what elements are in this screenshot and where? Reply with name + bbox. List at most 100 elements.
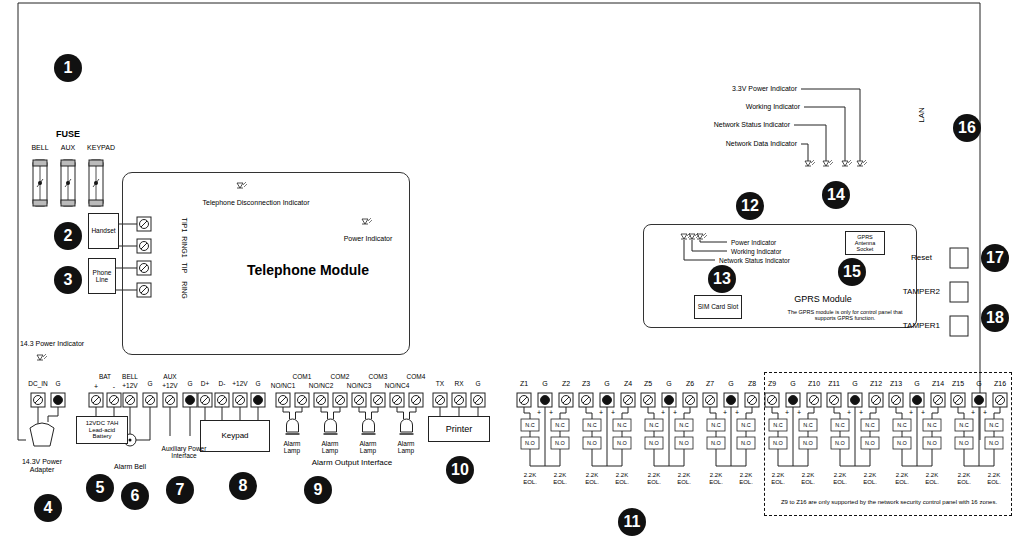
wire: [808, 449, 809, 466]
terminal-block: [662, 393, 676, 407]
lamp-base: [324, 433, 338, 435]
part-label: Z6: [686, 380, 694, 388]
screw-slot: [769, 397, 775, 403]
wire: [18, 3, 980, 440]
part-label: N.C: [803, 422, 812, 428]
part-label: COM4: [407, 373, 426, 380]
part-label: G: [604, 380, 609, 388]
switch-square: [950, 316, 968, 336]
terminal-screw: [455, 396, 464, 405]
part-label: Z16: [994, 380, 1006, 388]
terminal-block: [390, 393, 404, 407]
part-label: N.C: [865, 422, 874, 428]
no-contact: [583, 437, 601, 449]
node-text: Telephone Module: [247, 262, 369, 278]
part-label: N.C: [649, 422, 658, 428]
part-label: +: [797, 409, 801, 417]
part-label: COM1: [293, 373, 312, 380]
part-label: 2.2K EOL.: [708, 472, 724, 486]
node-text: The GPRS module is only for control pane…: [777, 309, 913, 322]
wire: [607, 407, 608, 466]
wire: [359, 407, 366, 419]
part-label: N.C: [711, 422, 720, 428]
part-label: Z13: [890, 380, 902, 388]
wire: [692, 240, 727, 251]
nc-contact: [769, 419, 787, 431]
wire: [964, 449, 965, 466]
terminal-screw: [562, 396, 571, 405]
terminal-block: [931, 393, 945, 407]
screw-slot: [893, 397, 899, 403]
part-label: COM3: [369, 373, 388, 380]
terminal-block: [314, 393, 328, 407]
part-label: Z4: [624, 380, 632, 388]
part-label: +: [785, 409, 789, 417]
terminal-screw: [34, 396, 43, 405]
part-label: RX: [454, 380, 463, 387]
wire: [116, 290, 137, 291]
screw-slot: [583, 397, 589, 403]
callout-number: 8: [229, 472, 257, 500]
terminal-screw: [186, 396, 195, 405]
terminal-block: [295, 393, 309, 407]
terminal-block: [765, 393, 779, 407]
part-label: AUX: [163, 373, 176, 380]
part-label: Network Data Indicator: [726, 140, 797, 148]
part-label: Alarm Bell: [113, 463, 147, 471]
wire: [958, 407, 964, 419]
box-label: 12VDC 7AH Lead-acid Battery: [79, 420, 125, 441]
terminal-screw: [872, 396, 881, 405]
terminal-block: [433, 393, 447, 407]
led-rays: [243, 182, 247, 187]
callout-number: 12: [736, 192, 764, 220]
wire: [778, 466, 808, 467]
terminal-screw: [146, 396, 155, 405]
wire: [731, 407, 732, 466]
wire: [840, 449, 841, 466]
node-text: Power Indicator: [731, 239, 776, 246]
wire: [778, 449, 779, 466]
part-label: NO/NC3: [347, 382, 372, 389]
part-label: N.O: [835, 440, 845, 446]
part-label: -: [113, 383, 115, 391]
callout-number: 1: [54, 54, 82, 82]
wire: [772, 407, 778, 419]
part-label: +: [94, 383, 98, 391]
part-label: NO/NC1: [271, 382, 296, 389]
part-label: G: [55, 380, 60, 387]
screw-slot: [356, 397, 362, 403]
nc-contact: [923, 419, 941, 431]
wire: [932, 407, 938, 419]
wire: [334, 407, 341, 419]
wire: [794, 125, 826, 161]
part-label: N.C: [617, 422, 626, 428]
wire: [684, 407, 690, 419]
part-label: N.C: [555, 422, 564, 428]
device-box: Printer: [428, 416, 490, 442]
screw-slot: [141, 221, 147, 227]
led-rays: [703, 233, 707, 238]
part-label: +: [599, 409, 603, 417]
part-label: N.C: [927, 422, 936, 428]
callout-number: 2: [54, 222, 82, 250]
terminal-screw: [140, 264, 149, 273]
part-label: 2.2K EOL.: [894, 472, 910, 486]
no-contact: [769, 437, 787, 449]
part-label: Z5: [644, 380, 652, 388]
screw-slot: [141, 243, 147, 249]
alarm-lamp: [325, 419, 337, 432]
callout-number: 13: [708, 265, 736, 293]
part-label: TIP: [180, 263, 188, 274]
wire: [530, 466, 560, 467]
terminal-block: [123, 393, 137, 407]
wire: [592, 466, 622, 467]
part-label: Z12: [870, 380, 882, 388]
terminal-block: [409, 393, 423, 407]
terminal-block: [333, 393, 347, 407]
part-label: +: [921, 409, 925, 417]
terminal-block: [183, 393, 197, 407]
terminal-screw: [374, 396, 383, 405]
terminal-block: [889, 393, 903, 407]
part-label: 2.2K EOL.: [956, 472, 972, 486]
terminal-block: [621, 393, 635, 407]
